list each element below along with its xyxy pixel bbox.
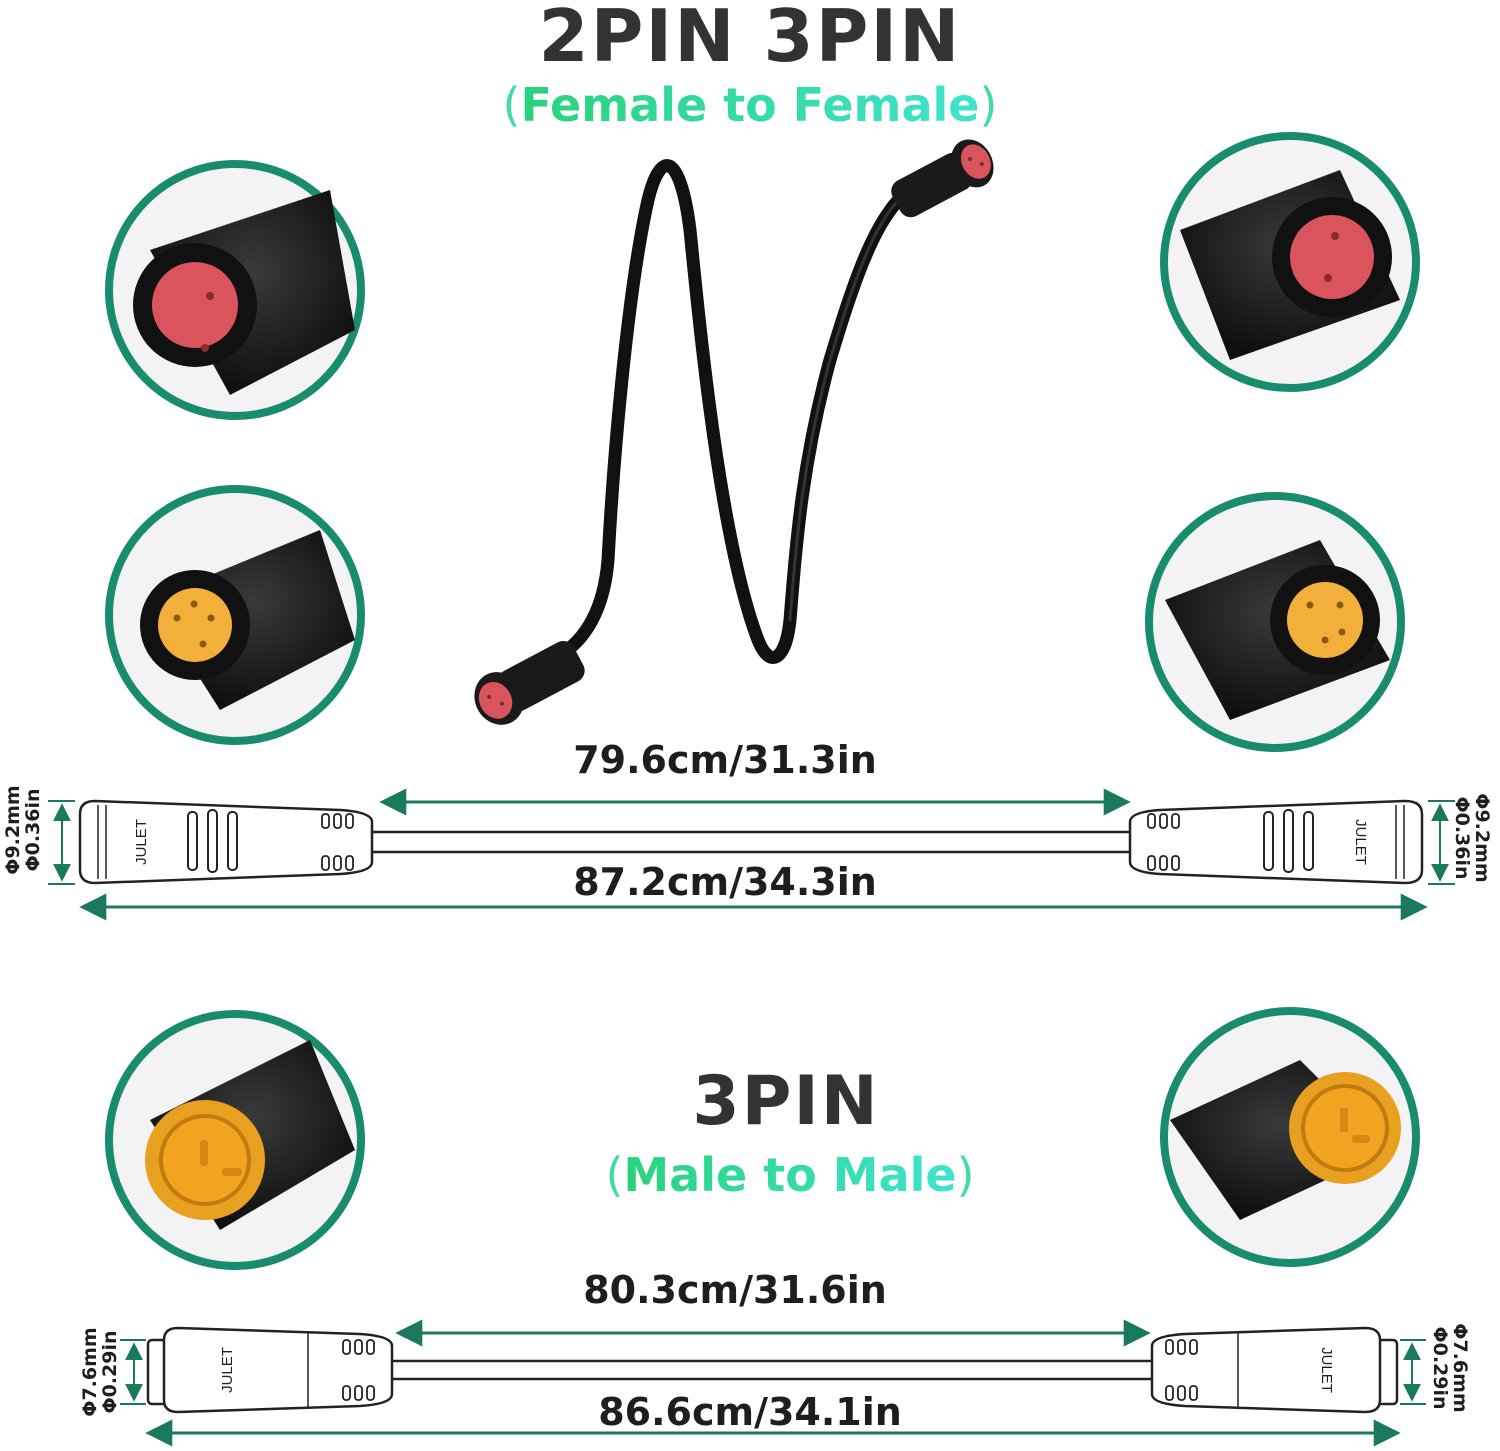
top-plug — [891, 139, 994, 218]
diameter-mm-label-right: Φ9.2mm — [1471, 793, 1493, 883]
3pin-female-connector-icon — [1145, 492, 1405, 752]
female-cable-diagram: JULET JULET — [48, 788, 1455, 921]
3pin-male-connector-icon — [1160, 1007, 1420, 1267]
3pin-male-connector-icon — [105, 1010, 365, 1270]
total-length-label: 86.6cm/34.1in — [598, 1390, 902, 1434]
svg-text:JULET: JULET — [1318, 1347, 1335, 1393]
section2-subtitle: (Male to Male) — [605, 1148, 975, 1202]
diameter-mm-label-left: Φ7.6mm — [79, 1327, 101, 1417]
svg-text:JULET: JULET — [1352, 819, 1369, 865]
bottom-plug — [474, 641, 585, 725]
3pin-female-connector-icon — [105, 485, 365, 745]
total-length-label: 87.2cm/34.3in — [573, 860, 877, 904]
diameter-in-label-left: Φ0.36in — [22, 788, 44, 872]
svg-text:JULET: JULET — [133, 819, 150, 865]
section2-title: 3PIN — [692, 1062, 880, 1141]
diameter-in-label-right: Φ0.29in — [1429, 1326, 1451, 1410]
diameter-mm-label-right: Φ7.6mm — [1449, 1323, 1471, 1413]
svg-text:JULET: JULET — [219, 1347, 236, 1393]
inner-length-label: 79.6cm/31.3in — [573, 738, 877, 782]
diameter-in-label-left: Φ0.29in — [99, 1330, 121, 1414]
male-cable-diagram: JULET JULET — [120, 1319, 1426, 1447]
coiled-cable — [474, 139, 994, 725]
section1-title: 2PIN 3PIN — [538, 0, 962, 78]
diameter-mm-label-left: Φ9.2mm — [2, 785, 24, 875]
2pin-female-connector-icon — [105, 160, 365, 420]
diameter-in-label-right: Φ0.36in — [1451, 796, 1473, 880]
2pin-female-connector-icon — [1160, 132, 1420, 392]
inner-length-label: 80.3cm/31.6in — [583, 1268, 887, 1312]
section1-subtitle: (Female to Female) — [502, 78, 998, 132]
